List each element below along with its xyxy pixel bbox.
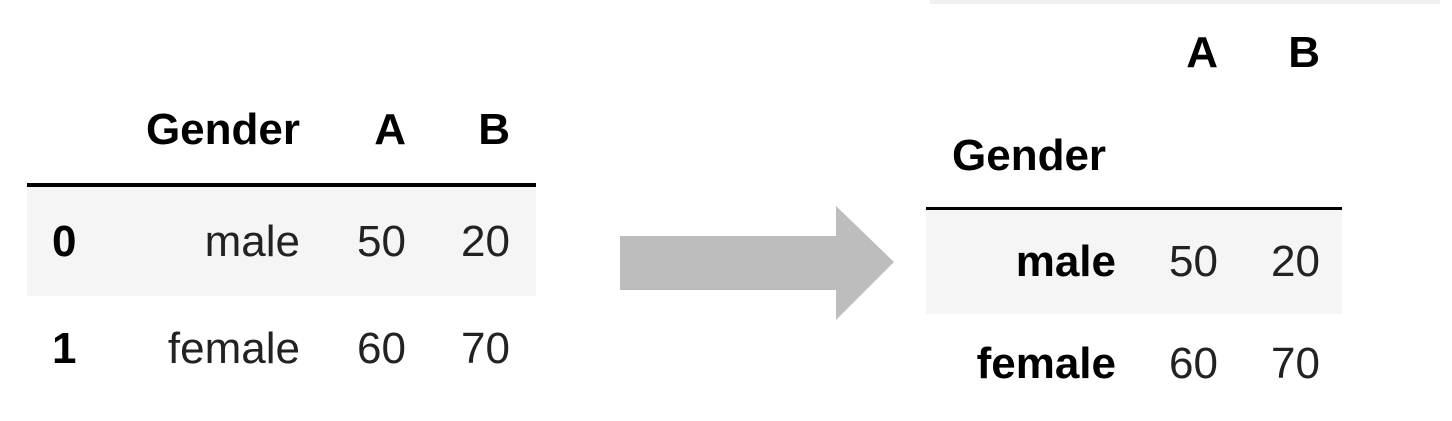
row-index: 1 [52, 324, 77, 373]
table-cell-b: 70 [1271, 339, 1320, 388]
table-cell-a: 50 [1169, 237, 1218, 286]
column-header-gender: Gender [145, 105, 300, 154]
header-rule [27, 183, 536, 187]
table-cell-b: 20 [1271, 237, 1320, 286]
column-header-b: B [478, 105, 510, 154]
table-cell-a: 60 [357, 324, 406, 373]
table-cell-b: 20 [461, 217, 510, 266]
table-cell-b: 70 [461, 324, 510, 373]
column-header-a: A [1186, 28, 1218, 77]
row-index: male [1015, 237, 1116, 286]
row-index: 0 [52, 217, 77, 266]
row-index: female [976, 339, 1116, 388]
right-arrow-icon [620, 206, 894, 320]
index-name-gender: Gender [952, 131, 1107, 180]
column-header-b: B [1288, 28, 1320, 77]
table-cell-a: 60 [1169, 339, 1218, 388]
table-row-stripe [926, 210, 1342, 314]
top-border [930, 0, 1440, 4]
table-row-stripe [27, 186, 536, 296]
table-cell-gender: female [167, 324, 300, 373]
column-header-a: A [374, 105, 406, 154]
header-rule [926, 207, 1342, 210]
table-cell-a: 50 [357, 217, 406, 266]
table-cell-gender: male [204, 217, 300, 266]
